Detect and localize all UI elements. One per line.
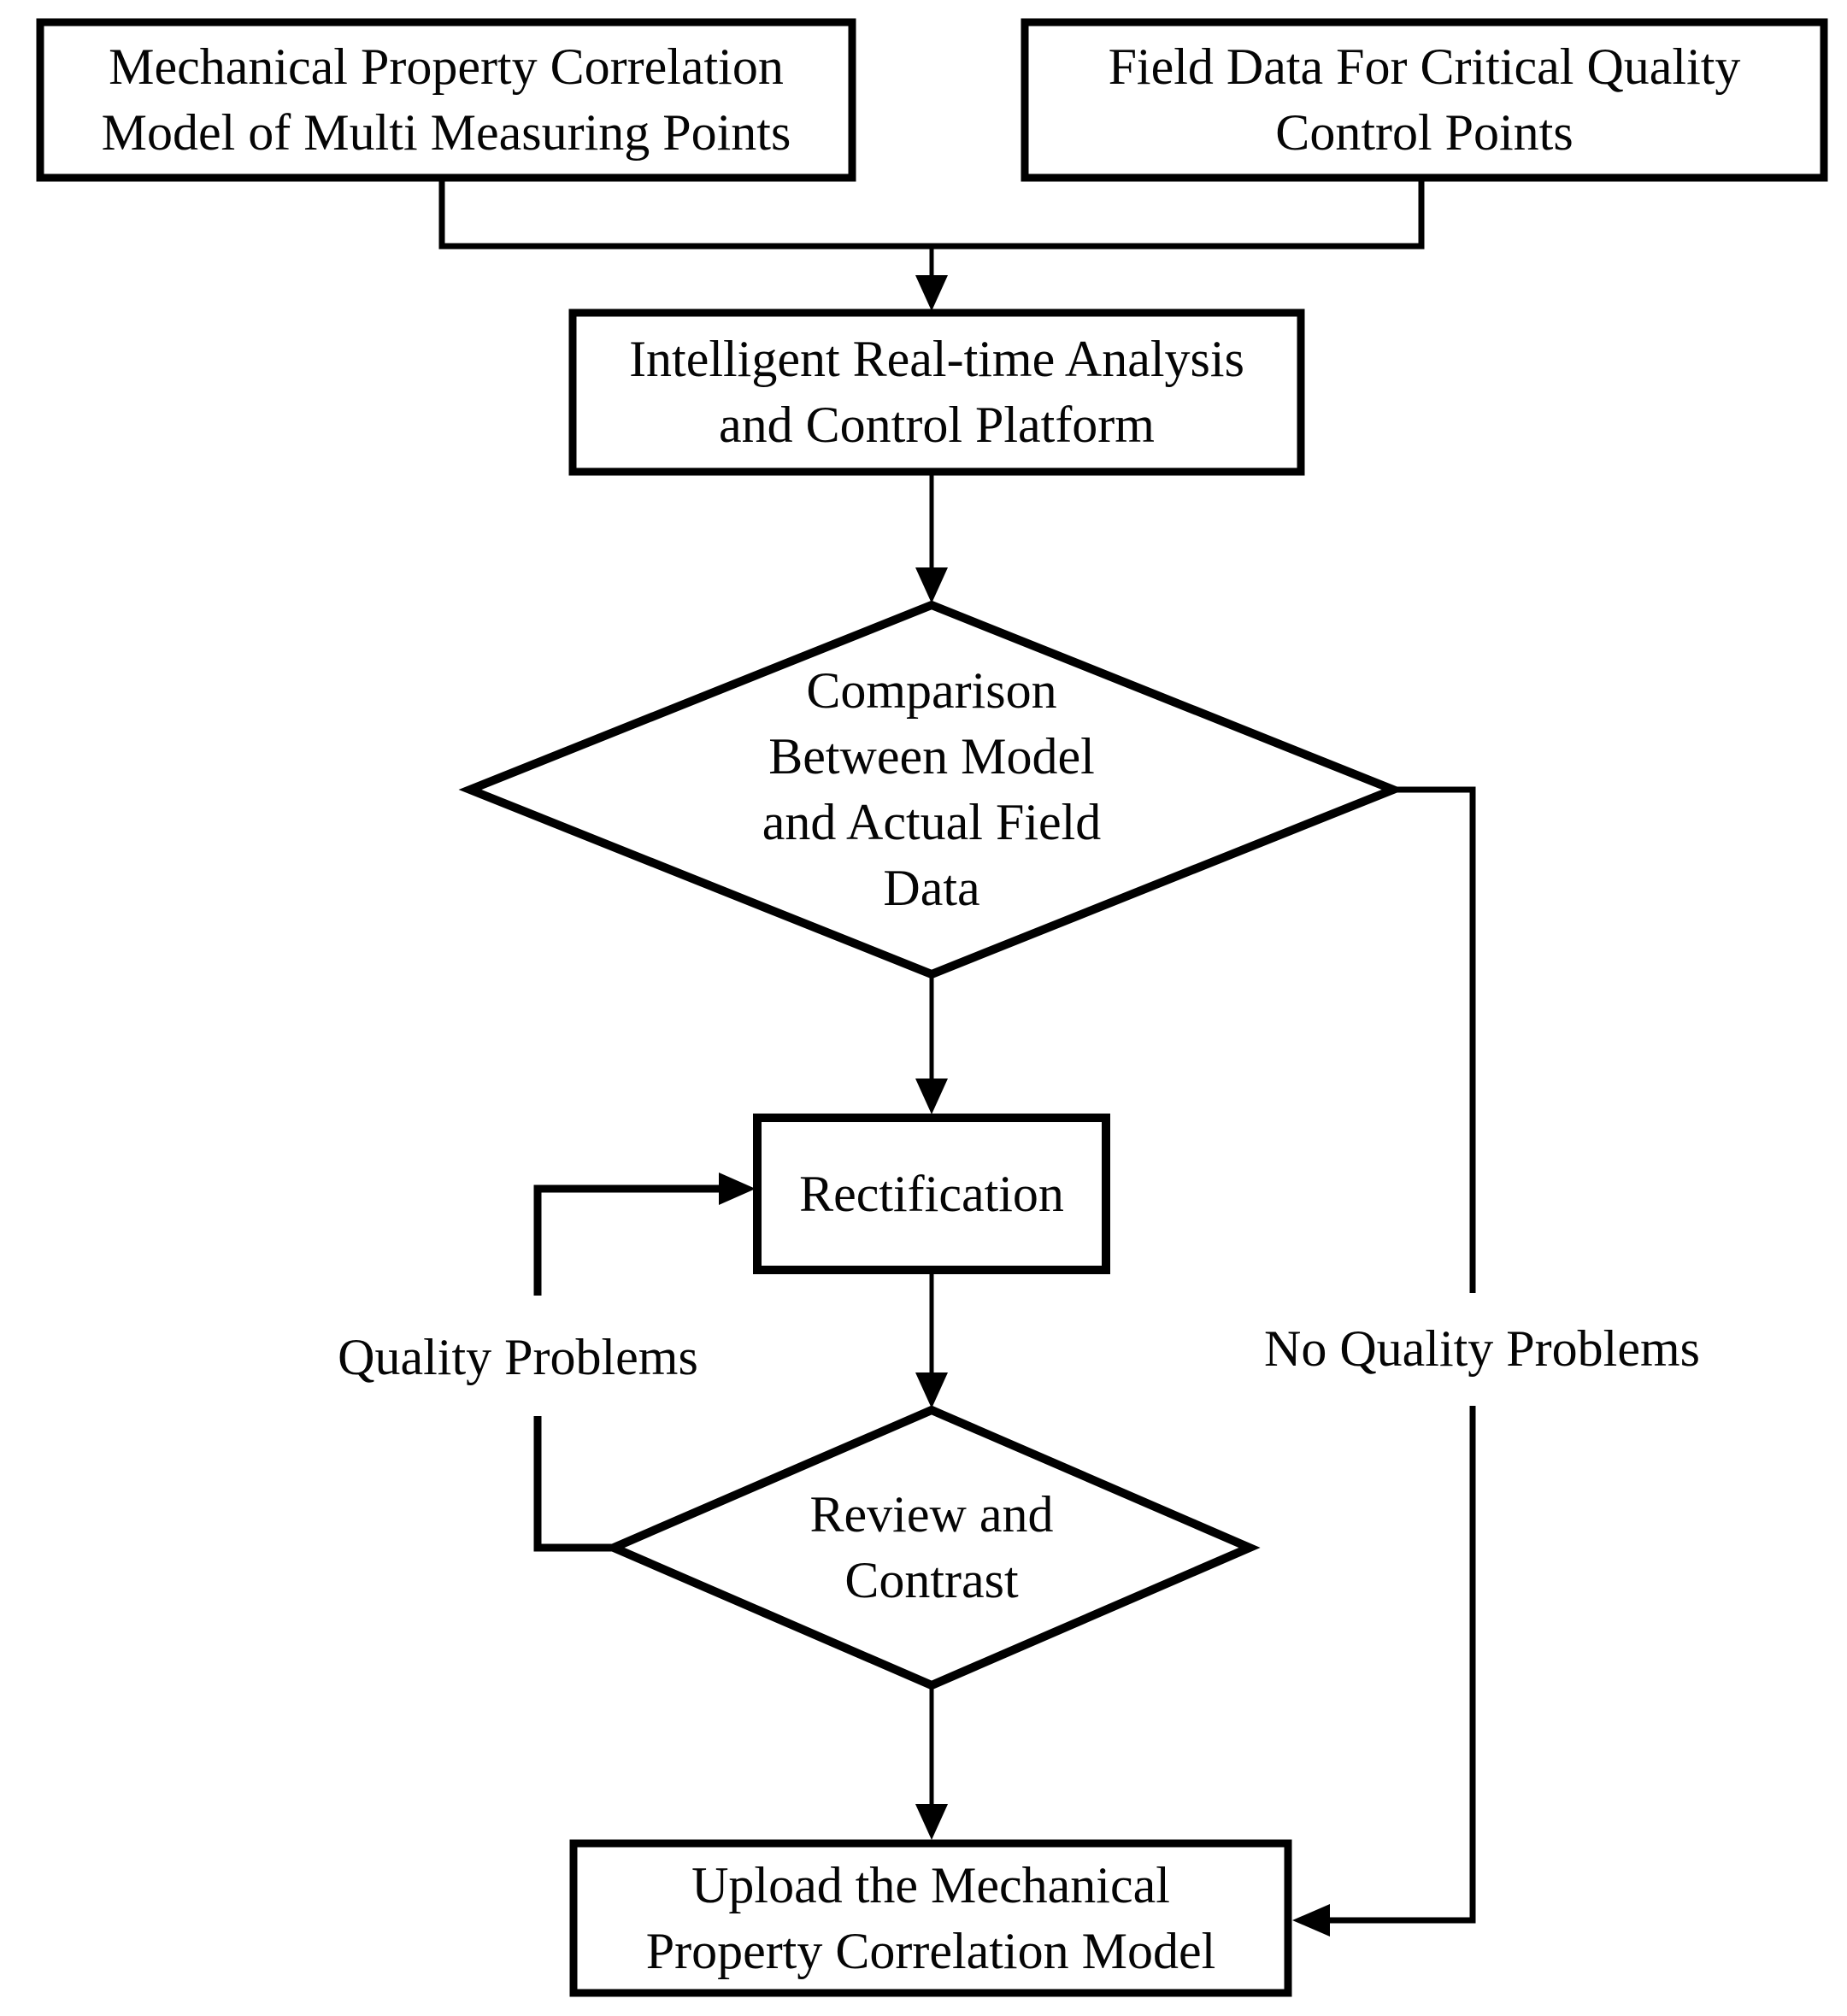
node-rectification-shape [753,1114,1110,1274]
arrowhead-into-upload-top [915,1804,948,1840]
node-platform-shape [568,309,1305,476]
node-field-data-shape [1021,18,1828,182]
node-mechanical-model-shape [36,18,856,182]
arrowhead-into-rectification-left [719,1173,756,1205]
arrowhead-into-upload-right [1292,1904,1330,1937]
edge-top-merge [438,178,1425,250]
edge-quality-lower [533,1416,614,1552]
arrowhead-into-rectification-top [915,1079,948,1114]
edge-no-quality-lower [1330,1406,1476,1924]
decision-comparison-shape [458,600,1405,979]
arrowhead-into-platform [915,275,948,311]
arrowhead-into-comparison [915,567,948,603]
arrowhead-into-review [915,1372,948,1408]
decision-review-shape [603,1405,1261,1690]
edge-no-quality-upper [1393,786,1476,1293]
edge-quality-upper [533,1184,720,1296]
node-upload-shape [569,1839,1292,1997]
